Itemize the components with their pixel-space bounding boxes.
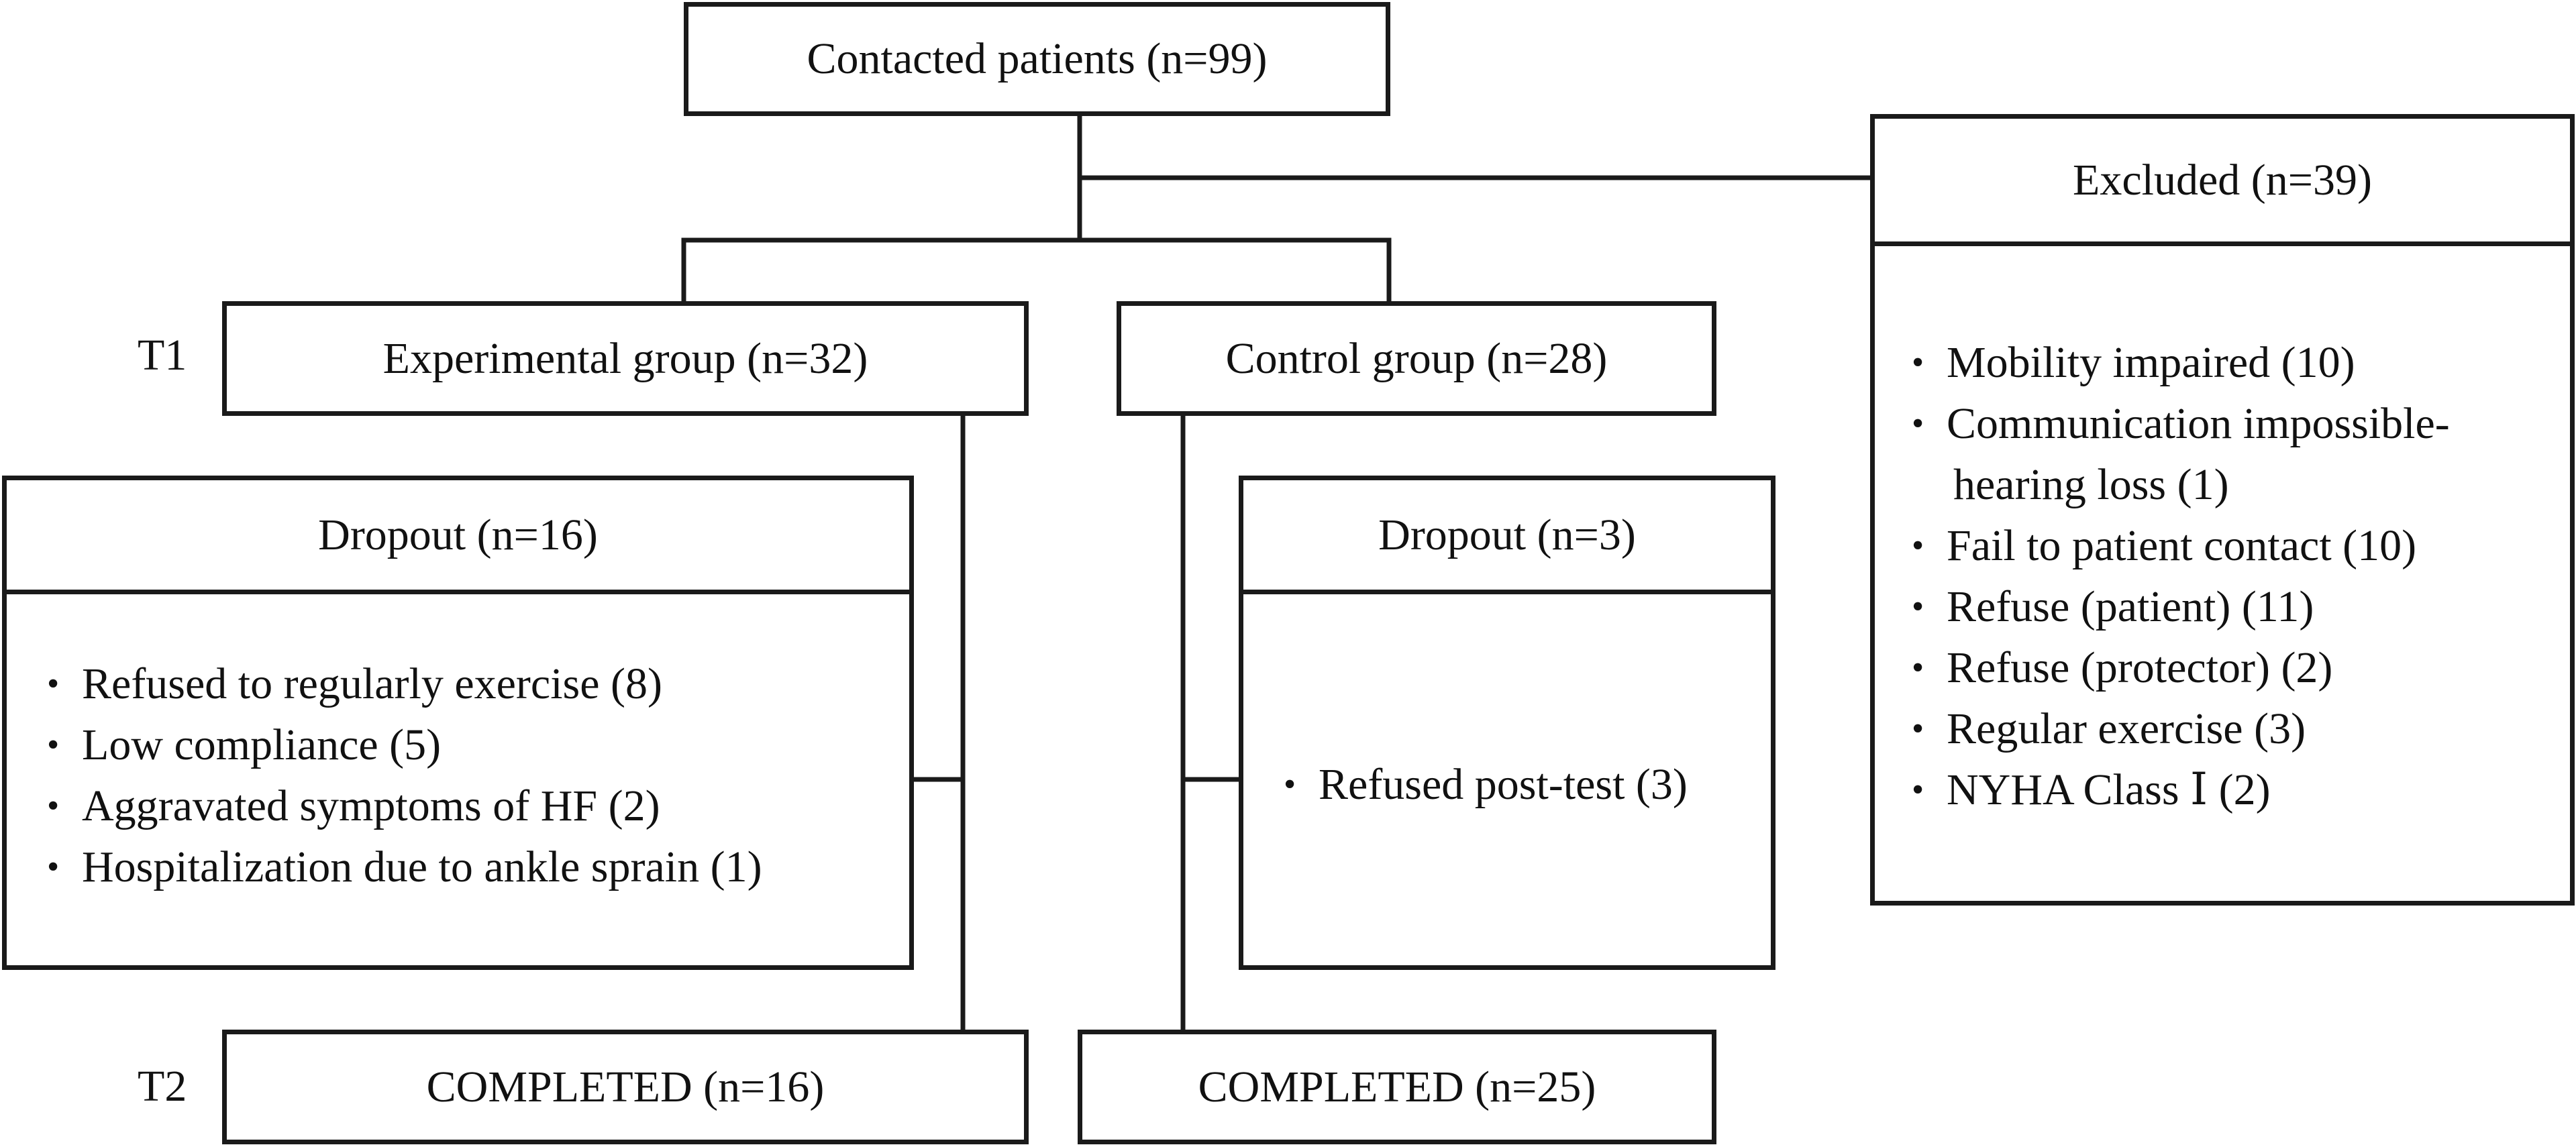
contacted-patients-label: Contacted patients (n=99) xyxy=(807,34,1268,83)
list-item: Aggravated symptoms of HF (2) xyxy=(47,775,762,836)
list-item: Low compliance (5) xyxy=(47,714,762,775)
excluded-title: Excluded (n=39) xyxy=(1875,119,2570,246)
experimental-completed-box: COMPLETED (n=16) xyxy=(222,1030,1029,1144)
excluded-box: Excluded (n=39) Mobility impaired (10) C… xyxy=(1870,114,2575,906)
list-item: NYHA Class Ⅰ (2) xyxy=(1912,759,2450,820)
list-item: Regular exercise (3) xyxy=(1912,698,2450,759)
experimental-dropout-box: Dropout (n=16) Refused to regularly exer… xyxy=(2,476,914,970)
control-completed-label: COMPLETED (n=25) xyxy=(1198,1062,1596,1111)
contacted-patients-box: Contacted patients (n=99) xyxy=(684,2,1390,116)
control-dropout-title: Dropout (n=3) xyxy=(1243,480,1771,594)
list-item: Refuse (patient) (11) xyxy=(1912,576,2450,637)
experimental-group-box: Experimental group (n=32) xyxy=(222,301,1029,416)
list-item: Hospitalization due to ankle sprain (1) xyxy=(47,836,762,897)
list-item: Fail to patient contact (10) xyxy=(1912,515,2450,576)
control-dropout-reasons-list: Refused post-test (3) xyxy=(1284,754,1688,815)
timepoint-t1-label: T1 xyxy=(138,331,187,380)
control-completed-box: COMPLETED (n=25) xyxy=(1078,1030,1716,1144)
experimental-dropout-reasons-list: Refused to regularly exercise (8) Low co… xyxy=(47,653,762,897)
list-item: Refuse (protector) (2) xyxy=(1912,637,2450,698)
list-item-continuation: hearing loss (1) xyxy=(1953,460,2229,509)
excluded-reasons-list: Mobility impaired (10) Communication imp… xyxy=(1912,332,2450,820)
experimental-dropout-title: Dropout (n=16) xyxy=(7,480,909,594)
list-item: Refused to regularly exercise (8) xyxy=(47,653,762,714)
control-group-box: Control group (n=28) xyxy=(1117,301,1716,416)
list-item: Mobility impaired (10) xyxy=(1912,332,2450,393)
list-item: Refused post-test (3) xyxy=(1284,754,1688,815)
experimental-group-label: Experimental group (n=32) xyxy=(382,333,868,383)
control-group-label: Control group (n=28) xyxy=(1225,333,1608,383)
list-item: Communication impossible-hearing loss (1… xyxy=(1912,393,2450,515)
timepoint-t2-label: T2 xyxy=(138,1062,187,1111)
experimental-completed-label: COMPLETED (n=16) xyxy=(426,1062,825,1111)
control-dropout-box: Dropout (n=3) Refused post-test (3) xyxy=(1239,476,1775,970)
